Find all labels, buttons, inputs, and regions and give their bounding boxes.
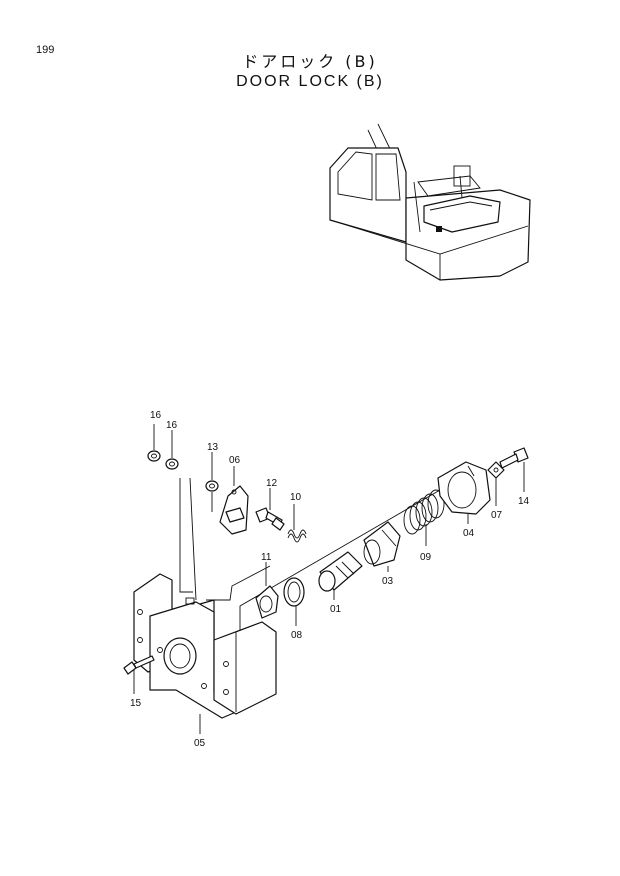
part-label: 06 bbox=[229, 455, 241, 466]
part-label: 05 bbox=[194, 738, 206, 749]
cap-part-04 bbox=[437, 461, 491, 515]
part-label: 04 bbox=[463, 528, 475, 539]
part-label: 07 bbox=[491, 510, 503, 521]
part-labels: 16 16 13 06 12 10 11 08 01 03 09 04 07 1… bbox=[130, 410, 530, 749]
part-label: 01 bbox=[330, 604, 342, 615]
part-label: 09 bbox=[420, 552, 432, 563]
plate-part-06 bbox=[219, 485, 249, 535]
part-label: 16 bbox=[166, 420, 178, 431]
part-label: 11 bbox=[261, 552, 272, 563]
plate-part-07 bbox=[487, 461, 505, 479]
nut-part-16b bbox=[165, 458, 179, 470]
nut-part-16a bbox=[147, 450, 161, 462]
title-english: DOOR LOCK (B) bbox=[236, 73, 384, 90]
reference-lines bbox=[179, 477, 441, 643]
part-label: 15 bbox=[130, 698, 142, 709]
title-japanese: ドアロック (B) bbox=[242, 52, 378, 71]
page-number: 199 bbox=[36, 44, 55, 56]
ring-part-08 bbox=[283, 577, 305, 607]
housing-part-03 bbox=[363, 521, 401, 567]
part-label: 10 bbox=[290, 492, 302, 503]
washer-part-13 bbox=[205, 480, 219, 492]
door-lock-location-marker bbox=[436, 226, 442, 232]
cylinder-part-01 bbox=[318, 551, 363, 592]
part-label: 12 bbox=[266, 478, 278, 489]
title-block: ドアロック (B) DOOR LOCK (B) bbox=[0, 52, 620, 92]
screw-part-14 bbox=[499, 447, 529, 469]
part-label: 16 bbox=[150, 410, 162, 421]
spring-part-10 bbox=[287, 529, 307, 543]
part-label: 14 bbox=[518, 496, 530, 507]
bracket-part-05 bbox=[133, 573, 277, 719]
bolt-part-12 bbox=[255, 507, 285, 531]
part-label: 13 bbox=[207, 442, 219, 453]
retainer-part-11 bbox=[255, 585, 279, 619]
spring-part-09 bbox=[403, 489, 445, 535]
part-label: 08 bbox=[291, 630, 303, 641]
bolt-part-15 bbox=[123, 655, 155, 675]
part-label: 03 bbox=[382, 576, 394, 587]
leader-lines bbox=[133, 424, 525, 734]
excavator-location-sketch bbox=[329, 123, 531, 281]
